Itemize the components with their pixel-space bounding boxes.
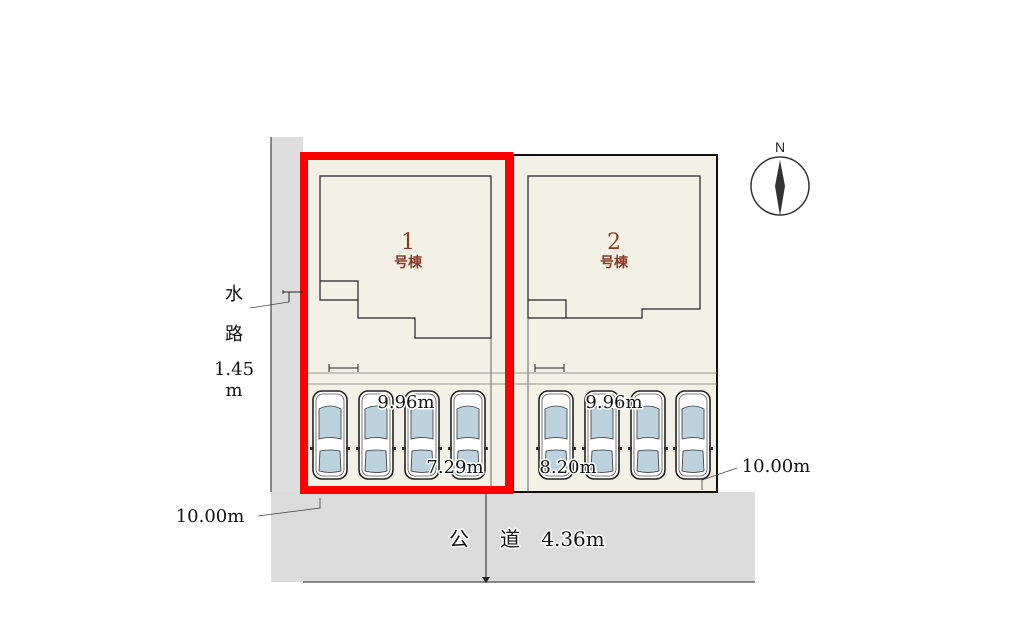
lot-1-highlight: [300, 152, 513, 494]
lot-1-suffix: 号棟: [394, 254, 423, 271]
car-icon: [672, 390, 714, 480]
lot-2-number: 2: [607, 230, 621, 255]
road-label-1: 公: [449, 527, 469, 551]
lot-1-frontage: 9.96m: [377, 392, 434, 413]
waterway-label-1: 水: [225, 284, 243, 305]
compass-label: N: [775, 139, 785, 155]
lot-1-depth: 7.29m: [426, 457, 483, 478]
lot-2-depth: 8.20m: [539, 457, 596, 478]
waterway-width: 1.45: [214, 359, 254, 380]
lot-1-number: 1: [401, 230, 415, 255]
waterway: [271, 137, 303, 497]
road-width: 4.36m: [541, 527, 605, 551]
waterway-label-2: 路: [225, 324, 243, 345]
lot-2-frontage: 9.96m: [585, 392, 642, 413]
car-icon: [309, 390, 351, 480]
public-road: [271, 492, 755, 582]
waterway-unit: m: [225, 380, 242, 401]
building-1-outline: [319, 175, 492, 339]
north-compass-icon: N: [750, 139, 810, 216]
left-bottom-dimension: 10.00m: [176, 506, 245, 527]
lot-2-suffix: 号棟: [600, 254, 629, 271]
road-label-2: 道: [500, 527, 520, 551]
right-bottom-dimension: 10.00m: [742, 456, 811, 477]
